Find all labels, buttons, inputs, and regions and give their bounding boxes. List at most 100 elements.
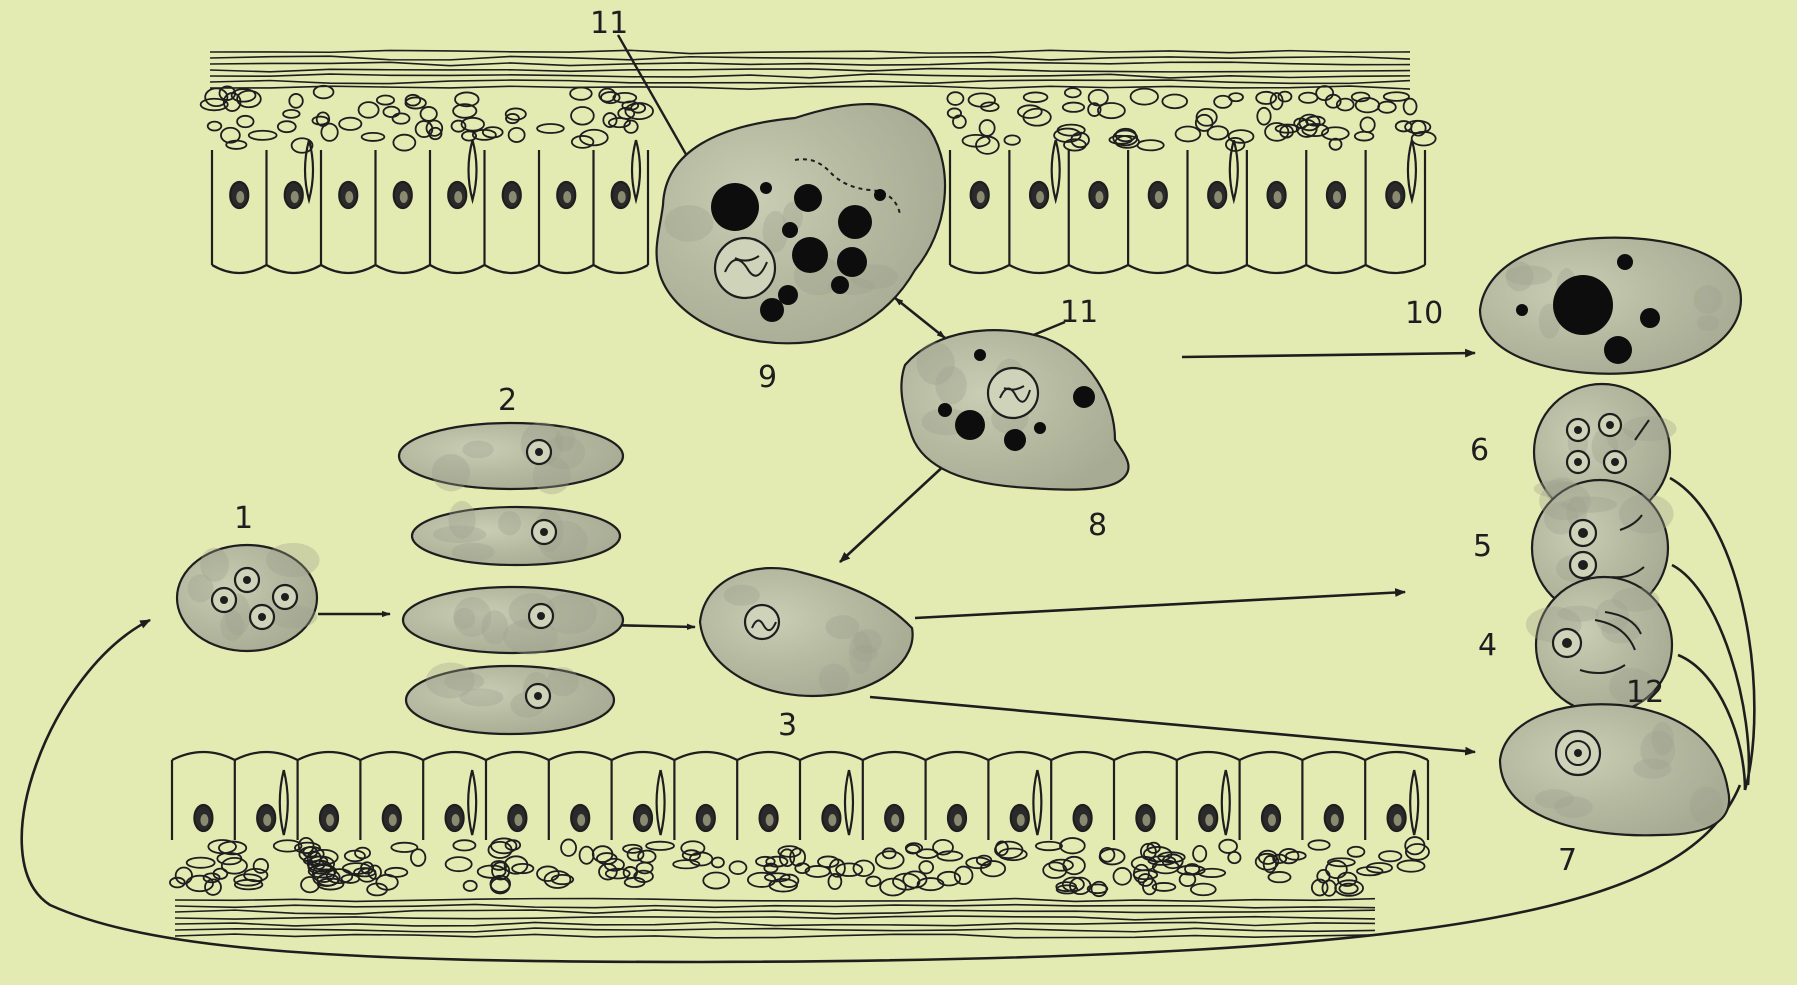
label-3: 3 xyxy=(778,708,797,743)
nucleus-highlight xyxy=(1142,814,1150,826)
nucleus-highlight xyxy=(1274,191,1282,203)
epithelial-cell xyxy=(926,752,989,840)
goblet-cell xyxy=(632,140,640,200)
connective-tissue-bubble xyxy=(947,92,963,105)
connective-tissue-bubble xyxy=(509,128,525,142)
epithelial-cell xyxy=(674,752,737,840)
nucleus-highlight xyxy=(1394,814,1402,826)
connective-tissue-bubble xyxy=(613,93,636,103)
cytoplasm-texture xyxy=(819,664,850,694)
cell-border xyxy=(212,265,267,273)
connective-tissue-bubble xyxy=(1065,88,1081,97)
epithelial-cell xyxy=(1306,150,1365,273)
connective-tissue-bubble xyxy=(980,120,995,136)
connective-tissue-bubble xyxy=(1278,92,1291,102)
nucleus-highlight xyxy=(1268,814,1276,826)
connective-tissue-bubble xyxy=(1004,135,1019,144)
connective-tissue-bubble xyxy=(571,107,594,125)
label-12: 12 xyxy=(1626,675,1664,710)
epithelial-cell xyxy=(800,752,863,840)
epithelial-cell xyxy=(612,752,675,840)
karyosome xyxy=(1606,421,1614,429)
epithelial-cell xyxy=(1188,140,1247,273)
cell-border xyxy=(926,752,989,760)
nucleus-highlight xyxy=(454,191,462,203)
epithelial-cell xyxy=(423,752,486,840)
karyosome xyxy=(243,576,251,584)
connective-tissue-bubble xyxy=(274,840,302,851)
chromatoid-body xyxy=(1004,429,1026,451)
chromatoid-body xyxy=(1034,422,1046,434)
cell-border xyxy=(172,752,235,760)
fiber-line xyxy=(210,69,1410,72)
connective-tissue-bubble xyxy=(1286,852,1306,860)
cytoplasm-texture xyxy=(1554,796,1593,818)
connective-tissue-bubble xyxy=(405,97,425,108)
epithelial-cell xyxy=(1114,752,1177,840)
cell-border xyxy=(950,265,1009,273)
connective-tissue-bubble xyxy=(237,116,253,127)
connective-tissue-bubble xyxy=(187,858,215,868)
fiber-line xyxy=(175,934,1375,938)
cell-border xyxy=(267,265,322,273)
goblet-cell xyxy=(305,140,313,200)
cytoplasm-texture xyxy=(1651,722,1673,755)
epithelial-cell xyxy=(950,150,1009,273)
epithelial-cell xyxy=(298,752,361,840)
epithelial-cell xyxy=(430,140,485,273)
connective-tissue-bubble xyxy=(730,861,747,874)
connective-tissue-bubble xyxy=(1060,838,1085,853)
connective-tissue-bubble xyxy=(1063,857,1085,874)
goblet-cell xyxy=(657,770,665,835)
cell-border xyxy=(1302,752,1365,760)
connective-tissue-bubble xyxy=(385,868,407,877)
cytoplasm-texture xyxy=(462,441,493,459)
cell-border xyxy=(800,752,863,760)
cell-border xyxy=(235,752,298,760)
cytoplasm-texture xyxy=(1612,588,1659,612)
cytoplasm-texture xyxy=(459,688,503,706)
chromatoid-body xyxy=(938,403,952,417)
stage-7-precyst xyxy=(1500,704,1729,835)
nucleus-highlight xyxy=(326,814,334,826)
cell-border xyxy=(1069,265,1128,273)
connective-tissue-bubble xyxy=(377,96,394,105)
connective-tissue-bubble xyxy=(1397,860,1424,871)
stage-2-metacystic-trophozoite xyxy=(412,501,620,565)
cell-border xyxy=(376,265,431,273)
connective-tissue-bubble xyxy=(289,94,303,108)
cell-border xyxy=(430,265,485,273)
goblet-cell xyxy=(1052,140,1060,200)
epithelial-cell xyxy=(172,752,235,840)
chromatoid-body xyxy=(782,222,798,238)
nucleus-highlight xyxy=(389,814,397,826)
cytoplasm-texture xyxy=(220,610,244,641)
stage-1-quadrinucleate-cyst xyxy=(177,543,320,651)
connective-tissue-bubble xyxy=(359,102,379,118)
cell-border xyxy=(1306,265,1365,273)
epithelial-cell xyxy=(1128,150,1187,273)
cytoplasm-texture xyxy=(200,548,229,582)
epithelial-cell xyxy=(988,752,1051,840)
epithelial-cell xyxy=(1051,752,1114,840)
epithelial-cell xyxy=(267,140,322,273)
epithelial-cell xyxy=(360,752,423,840)
epithelial-cell xyxy=(1240,752,1303,840)
nucleus-highlight xyxy=(563,191,571,203)
label-2: 2 xyxy=(498,383,517,418)
connective-tissue-bubble xyxy=(1063,103,1084,112)
stage-8-invasive-trophozoite xyxy=(901,330,1128,490)
fiber-line xyxy=(210,74,1410,78)
epithelial-cell xyxy=(594,140,649,273)
nucleus-highlight xyxy=(1205,814,1213,826)
connective-tissue-bubble xyxy=(393,113,410,123)
label-11-mid: 11 xyxy=(1060,295,1098,330)
connective-tissue-bubble xyxy=(681,841,704,855)
goblet-cell xyxy=(1410,770,1418,835)
cytoplasm-texture xyxy=(269,605,317,628)
cell-border xyxy=(594,265,649,273)
fiber-line xyxy=(210,86,1410,89)
epithelial-cell xyxy=(321,150,376,273)
epithelial-cell xyxy=(485,150,540,273)
chromatoid-body xyxy=(711,183,759,231)
